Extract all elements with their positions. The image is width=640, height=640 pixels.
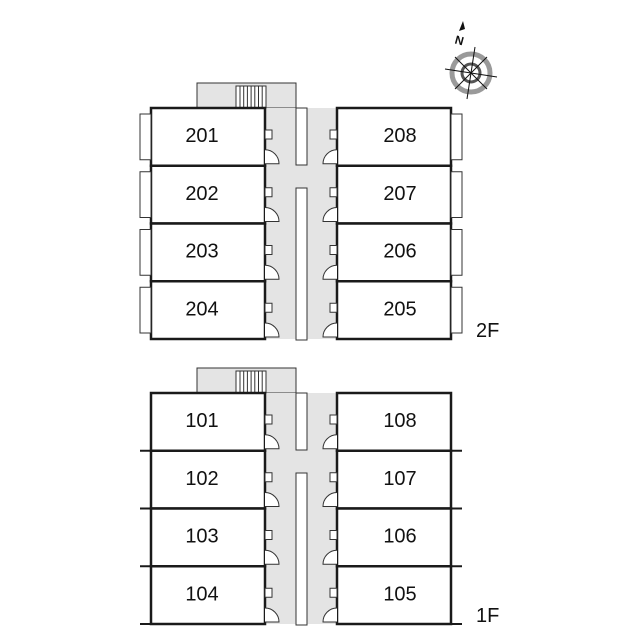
compass-north-label: N bbox=[453, 33, 465, 49]
meter-box bbox=[329, 587, 338, 598]
balcony bbox=[450, 171, 463, 218]
room-205: 205 bbox=[322, 280, 463, 341]
meter-box bbox=[264, 472, 273, 483]
room-108: 108 bbox=[322, 391, 462, 452]
room-103: 103 bbox=[140, 507, 280, 568]
floor-label: 1F bbox=[476, 605, 499, 627]
meter-box bbox=[264, 302, 273, 313]
door-icon bbox=[264, 149, 280, 165]
room-number: 202 bbox=[185, 183, 218, 205]
door-icon bbox=[322, 207, 338, 222]
door-icon bbox=[322, 434, 338, 450]
room-outline bbox=[149, 106, 267, 167]
door-icon bbox=[264, 492, 280, 507]
room-number: 101 bbox=[185, 410, 218, 432]
room-number: 104 bbox=[185, 583, 218, 605]
meter-box bbox=[329, 414, 338, 425]
room-201: 201 bbox=[139, 106, 280, 167]
room-number: 203 bbox=[185, 241, 218, 263]
balcony bbox=[139, 286, 152, 334]
door-icon bbox=[322, 149, 338, 165]
room-outline bbox=[335, 106, 453, 167]
room-208: 208 bbox=[322, 106, 463, 167]
corridor-gap bbox=[295, 187, 308, 341]
meter-box bbox=[329, 530, 338, 540]
balcony bbox=[450, 286, 463, 334]
room-202: 202 bbox=[139, 164, 280, 225]
balcony bbox=[450, 113, 463, 161]
balcony bbox=[139, 113, 152, 161]
door-icon bbox=[322, 322, 338, 338]
meter-box bbox=[329, 245, 338, 255]
meter-box bbox=[329, 472, 338, 483]
door-icon bbox=[264, 264, 280, 280]
room-number: 207 bbox=[383, 183, 416, 205]
stairs-icon bbox=[235, 370, 267, 394]
door-icon bbox=[264, 207, 280, 222]
door-icon bbox=[264, 549, 280, 565]
room-101: 101 bbox=[140, 391, 280, 452]
meter-box bbox=[329, 302, 338, 313]
floor-1f: 101 102 103 104 108 107 106 105 1F bbox=[140, 367, 499, 627]
room-number: 204 bbox=[185, 298, 218, 320]
door-icon bbox=[264, 434, 280, 450]
room-outline bbox=[335, 565, 453, 626]
meter-box bbox=[264, 245, 273, 255]
room-203: 203 bbox=[139, 222, 280, 283]
door-icon bbox=[322, 549, 338, 565]
room-104: 104 bbox=[140, 565, 280, 626]
room-number: 208 bbox=[383, 125, 416, 147]
room-number: 106 bbox=[383, 526, 416, 548]
meter-box bbox=[264, 129, 273, 140]
balcony bbox=[139, 229, 152, 276]
room-number: 206 bbox=[383, 241, 416, 263]
meter-box bbox=[264, 530, 273, 540]
room-number: 103 bbox=[185, 526, 218, 548]
room-number: 108 bbox=[383, 410, 416, 432]
door-icon bbox=[322, 492, 338, 507]
meter-box bbox=[264, 587, 273, 598]
room-number: 105 bbox=[383, 583, 416, 605]
meter-box bbox=[264, 187, 273, 198]
room-106: 106 bbox=[322, 507, 462, 568]
corridor-gap bbox=[295, 472, 308, 626]
compass-icon: N bbox=[444, 21, 498, 100]
room-number: 205 bbox=[383, 298, 416, 320]
balcony bbox=[450, 229, 463, 276]
room-number: 107 bbox=[383, 468, 416, 490]
corridor-gap bbox=[295, 392, 308, 451]
door-icon bbox=[264, 322, 280, 338]
room-outline bbox=[335, 164, 453, 225]
room-107: 107 bbox=[322, 449, 462, 510]
room-number: 201 bbox=[185, 125, 218, 147]
stairs-icon bbox=[235, 85, 267, 109]
balcony bbox=[139, 171, 152, 218]
door-icon bbox=[322, 607, 338, 623]
room-206: 206 bbox=[322, 222, 463, 283]
room-105: 105 bbox=[322, 565, 462, 626]
meter-box bbox=[329, 129, 338, 140]
meter-box bbox=[264, 414, 273, 425]
room-number: 102 bbox=[185, 468, 218, 490]
room-204: 204 bbox=[139, 280, 280, 341]
room-outline bbox=[335, 280, 453, 341]
floor-2f: 201 202 203 204 208 207 206 205 2F bbox=[139, 82, 499, 342]
corridor-gap bbox=[295, 107, 308, 166]
room-outline bbox=[149, 449, 267, 510]
door-icon bbox=[322, 264, 338, 280]
meter-box bbox=[329, 187, 338, 198]
door-icon bbox=[264, 607, 280, 623]
room-207: 207 bbox=[322, 164, 463, 225]
floor-label: 2F bbox=[476, 320, 499, 342]
room-102: 102 bbox=[140, 449, 280, 510]
